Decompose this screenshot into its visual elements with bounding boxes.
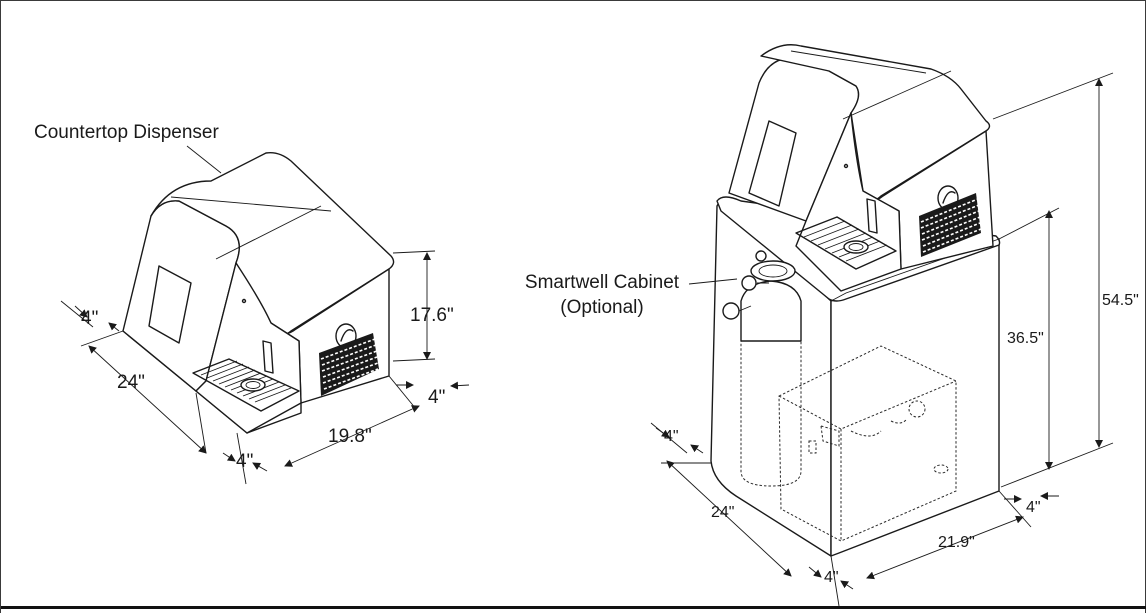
countertop-leader-line [186, 145, 222, 174]
gas-cylinder [722, 250, 802, 342]
cabinet-dimension-lines [650, 72, 1114, 607]
dispenser-window [148, 265, 192, 344]
countertop-dimension-lines [60, 250, 470, 485]
drip-tray [192, 358, 300, 412]
smartwell-leader-line [688, 278, 738, 285]
smartwell-optional-label: (Optional) [560, 297, 644, 318]
dim-countertop-width: 19.8" [328, 426, 372, 447]
dim-cabinet-front-clearance: 4" [824, 569, 839, 586]
dim-cabinet-depth: 24" [711, 504, 735, 521]
cabinet-dispenser [728, 44, 994, 292]
dim-cabinet-back-clearance: 4" [664, 428, 679, 445]
dim-countertop-front-clearance: 4" [236, 451, 254, 472]
dim-countertop-depth: 24" [117, 372, 145, 393]
countertop-dispenser-drawing [122, 151, 395, 434]
dim-cabinet-width: 21.9" [938, 534, 975, 551]
vent-grille [319, 333, 379, 396]
dim-countertop-back-clearance: 4" [81, 308, 99, 329]
countertop-dispenser-label: Countertop Dispenser [34, 122, 219, 143]
smartwell-cabinet-label: Smartwell Cabinet [524, 272, 680, 293]
dim-countertop-height: 17.6" [410, 305, 454, 326]
dim-cabinet-right-clearance: 4" [1026, 499, 1041, 516]
dim-countertop-right-clearance: 4" [428, 387, 446, 408]
dim-cabinet-height: 36.5" [1007, 330, 1044, 347]
smartwell-cabinet-drawing [710, 44, 1001, 557]
bottom-rule [1, 606, 1146, 609]
dim-cabinet-total-height: 54.5" [1102, 292, 1139, 309]
